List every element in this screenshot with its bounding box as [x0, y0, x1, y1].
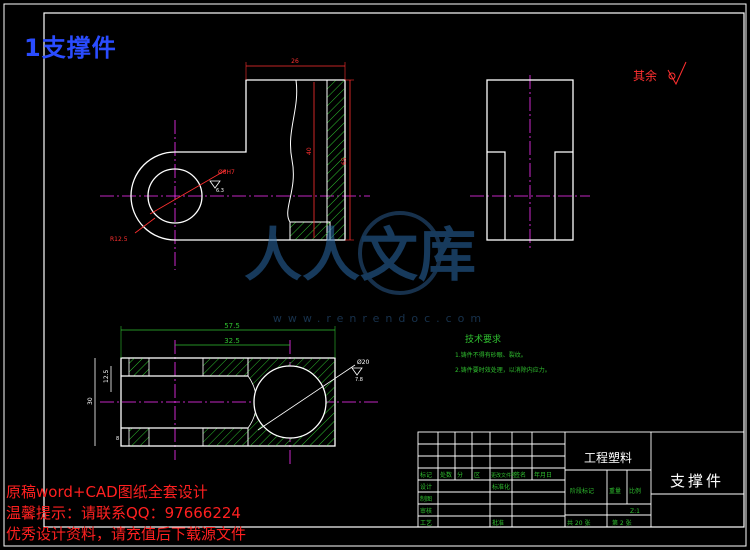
tb-label-doc: 更改文件号 — [491, 472, 516, 479]
dim-length-total: 57.5 — [224, 322, 240, 330]
inner-border — [43, 12, 745, 528]
tb-process: 工艺 — [420, 519, 432, 527]
title-block — [417, 431, 745, 528]
dim-rough-bottom2: 7.8 — [355, 377, 363, 383]
tb-label-zone: 区 — [474, 472, 480, 479]
tb-check: 审核 — [420, 507, 432, 515]
top-view: 57.5 32.5 30 12.5 8 Ø20 7.8 — [87, 322, 380, 465]
tb-part-name: 支撑件 — [670, 472, 724, 490]
tb-ratio: 比例 — [629, 487, 641, 495]
tb-standard: 标准化 — [492, 483, 510, 491]
tb-stage: 阶段标记 — [570, 487, 594, 495]
tb-weight: 重量 — [609, 487, 621, 495]
dim-height-outer: 65 — [341, 157, 348, 165]
roughness-note: 其余 — [633, 68, 657, 83]
dim-length-slot: 32.5 — [224, 337, 240, 345]
outer-border — [3, 3, 747, 547]
promo-note-3: 优秀设计资料，请充值后下载源文件 — [6, 525, 247, 543]
watermark-logo: 人人文库 — [244, 221, 476, 289]
tb-label-div: 分 — [457, 471, 463, 479]
front-view: 26 40 65 Ø8H7 6.3 R12.5 — [100, 58, 370, 270]
dim-width-top: 26 — [291, 58, 299, 65]
tb-material: 工程塑料 — [584, 450, 632, 465]
tech-req-item-1: 1.铸件不得有砂眼、裂纹。 — [455, 351, 527, 359]
dim-slot-width: 12.5 — [103, 369, 110, 383]
tech-req-item-2: 2.铸件要时效处理，以消除内应力。 — [455, 366, 551, 374]
tech-req-heading: 技术要求 — [465, 333, 501, 345]
roughness-symbol — [667, 61, 687, 86]
tb-label-mark: 标记 — [420, 471, 432, 479]
tb-design: 设计 — [420, 483, 432, 491]
dim-bore: Ø8H7 — [218, 169, 235, 176]
tb-label-sign: 签名 — [514, 471, 526, 479]
watermark-url: www.renrendoc.com — [273, 312, 487, 325]
promo-note-2: 温馨提示：请联系QQ：97666224 — [6, 504, 241, 522]
tb-label-date: 年月日 — [534, 471, 552, 479]
dim-radius: R12.5 — [110, 236, 128, 243]
tb-approve: 批准 — [492, 519, 504, 527]
tb-draw: 制图 — [420, 495, 432, 503]
dim-height-inner: 40 — [306, 147, 313, 155]
bore-roughness: 6.3 — [216, 188, 224, 194]
dim-height-bottom: 30 — [87, 397, 94, 405]
tb-label-count: 处数 — [440, 471, 452, 479]
watermark: 人人文库 www.renrendoc.com — [244, 211, 487, 325]
promo-note-1: 原稿word+CAD图纸全套设计 — [6, 483, 208, 501]
tb-sheets-total: 共 20 张 — [567, 519, 590, 527]
drawing-title: 1支撑件 — [24, 34, 117, 62]
tb-scale: Z:1 — [630, 508, 640, 515]
dim-rough-bottom: Ø20 — [357, 359, 370, 366]
side-view — [470, 75, 590, 250]
tb-sheet-no: 第 2 张 — [612, 519, 632, 527]
dim-small: 8 — [116, 436, 119, 442]
